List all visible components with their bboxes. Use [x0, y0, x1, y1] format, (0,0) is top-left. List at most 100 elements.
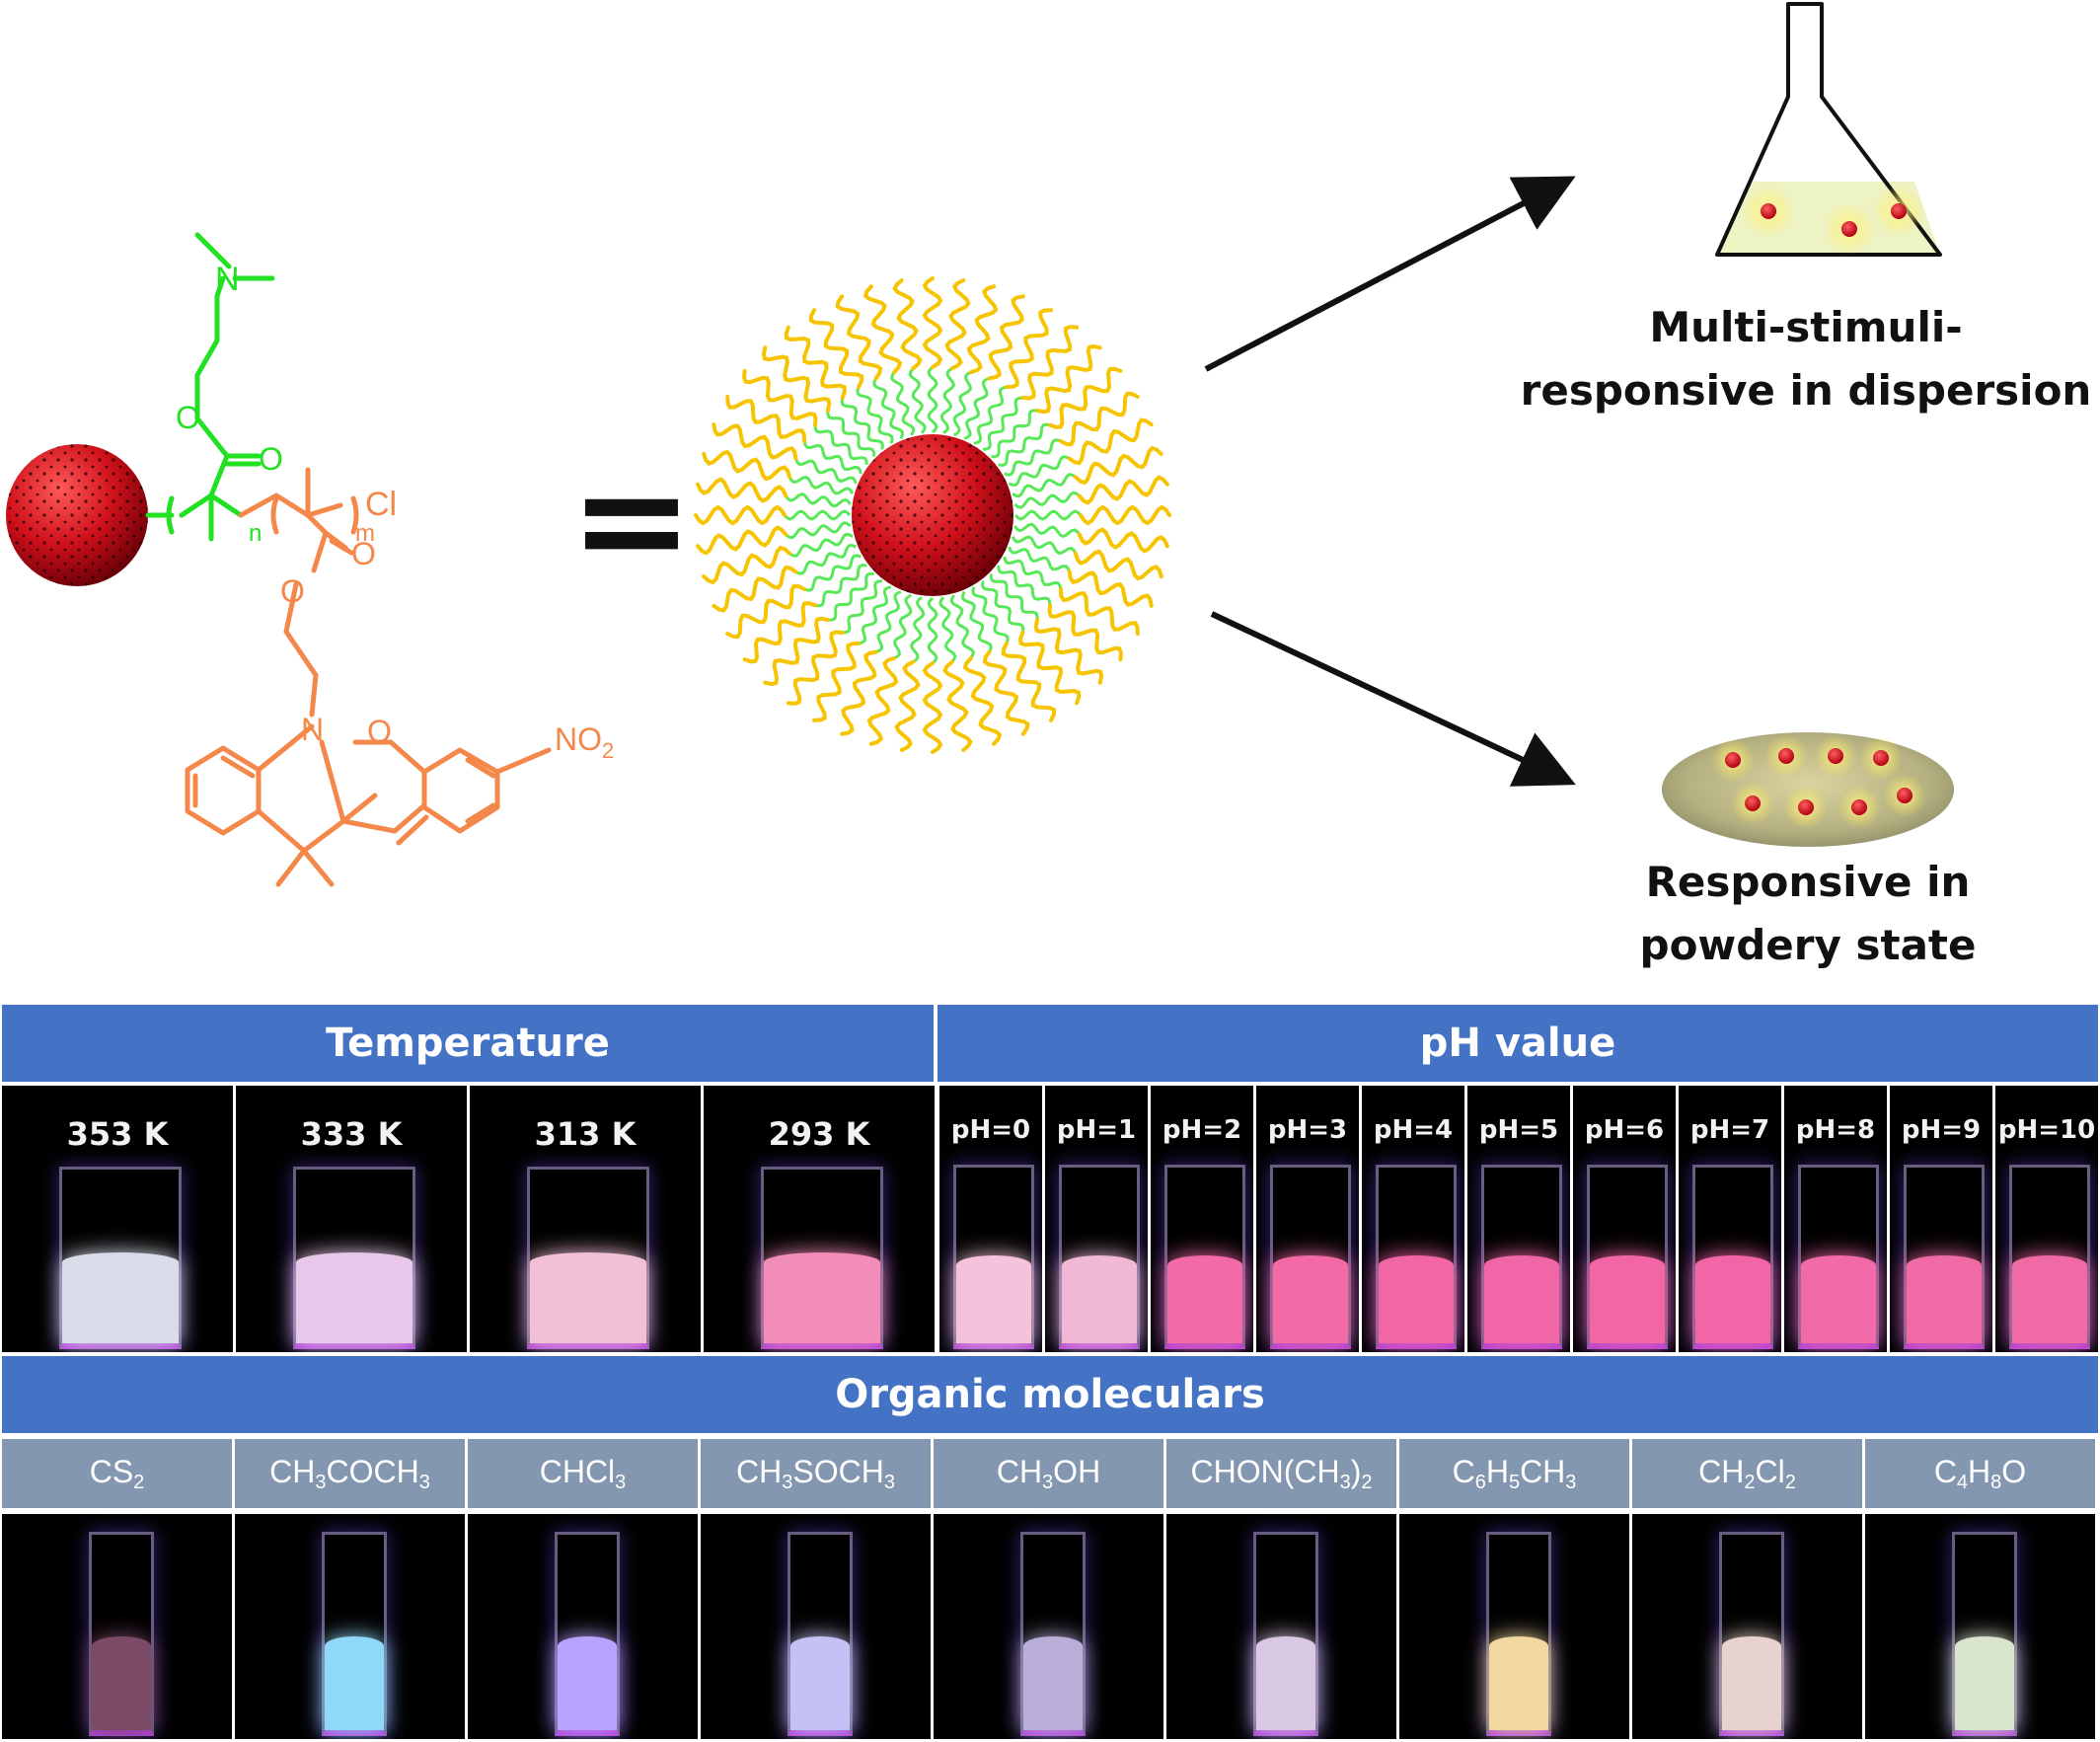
corona-yellow-chain: [742, 601, 817, 664]
corona-yellow-chain: [1018, 631, 1082, 706]
corona-yellow-chain: [942, 659, 973, 752]
equals-sign: =: [569, 434, 694, 606]
subscript-n: n: [249, 520, 262, 547]
solvent-label: C6H5CH3: [1399, 1439, 1629, 1508]
grafted-core-dots: [852, 434, 1013, 596]
solvent-formula: CH3SOCH3: [736, 1454, 895, 1494]
cuvette-liquid: [956, 1255, 1031, 1343]
cuvette: [555, 1532, 620, 1736]
temperature-sample-photo: 333 K: [236, 1086, 467, 1352]
temperature-sample-photo: 353 K: [2, 1086, 233, 1352]
corona-yellow-chain: [696, 477, 788, 503]
powder-particle: [1745, 795, 1761, 811]
corona-green-chain: [1008, 546, 1071, 572]
corona-green-chain: [1009, 455, 1071, 487]
dispersion-caption-line1: Multi-stimuli-: [1649, 303, 1963, 351]
sample-label: pH=6: [1584, 1115, 1665, 1145]
sample-label: pH=4: [1373, 1115, 1454, 1145]
corona-yellow-chain: [892, 278, 923, 371]
solvent-label: CS2: [2, 1439, 232, 1508]
sample-label: 313 K: [534, 1115, 637, 1153]
cuvette-liquid: [1590, 1255, 1665, 1343]
formula-subscript: 5: [1508, 1471, 1521, 1493]
cuvette: [1376, 1165, 1457, 1349]
corona-yellow-chain: [1058, 391, 1140, 447]
ph-sample-photo: pH=10: [1995, 1086, 2098, 1352]
powder-particle: [1897, 788, 1912, 803]
cuvette: [1270, 1165, 1351, 1349]
solvent-formula: CHCl3: [540, 1454, 627, 1494]
formula-text: C: [1452, 1453, 1475, 1489]
temperature-sample-photo: 313 K: [470, 1086, 701, 1352]
solvent-sample-photo: [1632, 1514, 1862, 1739]
formula-subscript: 4: [1956, 1471, 1969, 1493]
sample-label: pH=9: [1901, 1115, 1982, 1145]
corona-yellow-chain: [922, 661, 943, 754]
formula-text: CH: [269, 1453, 316, 1489]
sample-label: pH=5: [1478, 1115, 1559, 1145]
ph-sample-photo: pH=6: [1573, 1086, 1676, 1352]
pyran-oxygen: O: [367, 714, 392, 749]
cuvette-liquid: [1256, 1635, 1315, 1730]
corona-green-chain: [783, 509, 852, 521]
corona-green-chain: [875, 590, 902, 653]
corona-yellow-chain: [812, 641, 861, 722]
corona-green-chain: [927, 596, 938, 665]
corona-green-chain: [909, 596, 926, 663]
cuvette: [322, 1532, 387, 1736]
corona-green-chain: [794, 544, 857, 575]
corona-yellow-chain: [725, 583, 807, 640]
formula-text: CH: [1520, 1453, 1566, 1489]
cuvette-liquid: [296, 1252, 412, 1343]
corona-green-chain: [971, 586, 1010, 644]
solvent-sample-photo: [1865, 1514, 2095, 1739]
solvent-label: CH3SOCH3: [701, 1439, 931, 1508]
corona-yellow-chain: [982, 649, 1030, 736]
sample-label: 293 K: [768, 1115, 870, 1153]
corona-green-chain: [963, 377, 990, 440]
cuvette-liquid: [62, 1252, 179, 1343]
sample-label: pH=1: [1056, 1115, 1137, 1145]
corona-green-chain: [1012, 473, 1077, 498]
corona-green-chain: [927, 365, 938, 434]
corona-yellow-chain: [866, 655, 899, 746]
ph-sample-photo: pH=4: [1362, 1086, 1464, 1352]
formula-text: C: [1933, 1453, 1957, 1489]
solvent-sample-photo: [468, 1514, 698, 1739]
sample-label: pH=3: [1267, 1115, 1348, 1145]
sample-label: pH=2: [1162, 1115, 1242, 1145]
corona-green-chain: [827, 571, 874, 622]
corona-green-chain: [997, 565, 1052, 606]
solvent-formula: CHON(CH3)2: [1191, 1454, 1373, 1494]
pdmaema-block: [145, 232, 275, 542]
corona-green-chain: [826, 410, 876, 457]
corona-green-chain: [858, 585, 892, 645]
cuvette-liquid: [1955, 1635, 2014, 1730]
polymer-structure: N O O n m: [6, 232, 614, 887]
formula-subscript: 2: [133, 1471, 145, 1493]
cuvette: [1481, 1165, 1562, 1349]
formula-subscript: 3: [615, 1471, 627, 1493]
corona-green-chain: [802, 440, 862, 475]
cuvette: [788, 1532, 853, 1736]
solvent-formula: CS2: [90, 1454, 145, 1494]
core-particle-dots: [6, 444, 148, 586]
cuvette-liquid: [1062, 1255, 1137, 1343]
solvent-formula: C6H5CH3: [1453, 1454, 1577, 1494]
ph-sample-photo: pH=7: [1679, 1086, 1781, 1352]
sample-label: pH=0: [950, 1115, 1031, 1145]
formula-text: ): [1350, 1453, 1362, 1489]
solvent-sample-photo: [934, 1514, 1163, 1739]
corona-green-chain: [842, 579, 883, 635]
cuvette: [1587, 1165, 1668, 1349]
cuvette-liquid: [530, 1252, 646, 1343]
powder-particle: [1798, 799, 1814, 815]
corona-green-chain: [998, 422, 1051, 467]
ph-sample-photo: pH=2: [1151, 1086, 1253, 1352]
solvent-sample-photo: [1399, 1514, 1629, 1739]
corona-yellow-chain: [1033, 618, 1104, 685]
corona-yellow-chain: [987, 294, 1025, 381]
corona-yellow-chain: [1079, 504, 1171, 526]
pspma-block: [185, 467, 552, 887]
corona-yellow-chain: [862, 284, 903, 375]
